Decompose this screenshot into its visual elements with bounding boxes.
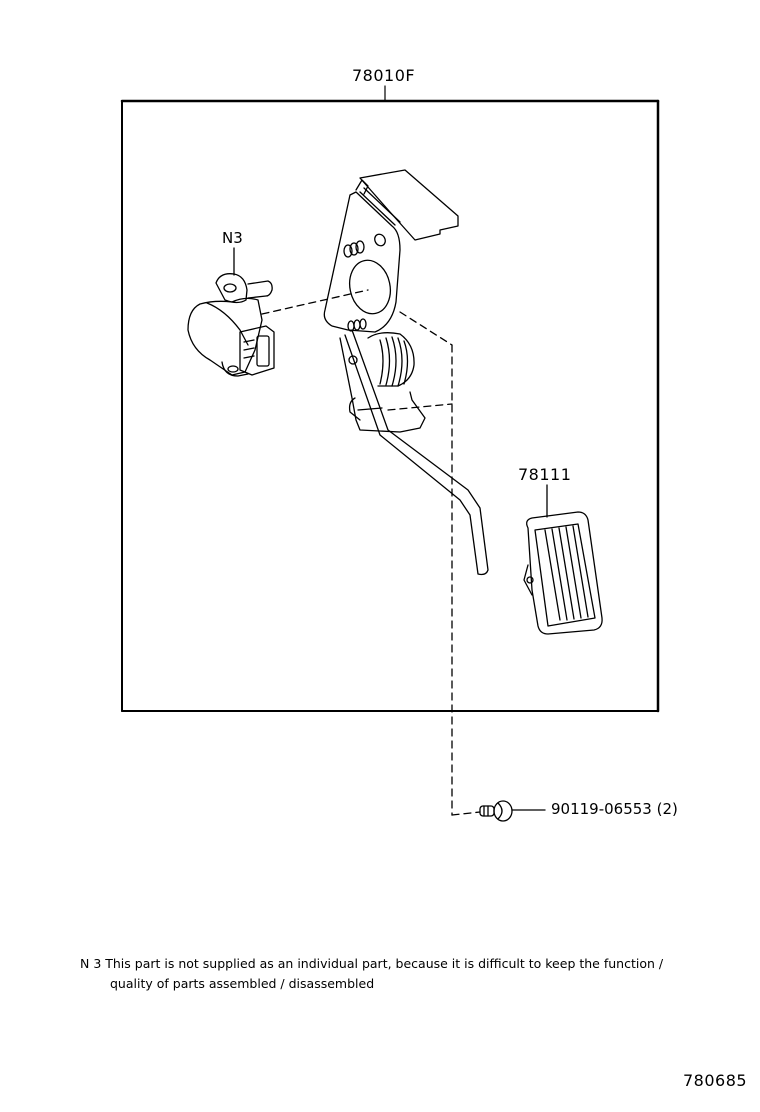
assembly-frame: [120, 85, 660, 713]
sensor-icon: [187, 247, 275, 377]
pedal-pad-icon: [523, 484, 603, 635]
callout-pedal-pad[interactable]: 78111: [518, 465, 572, 484]
illustration-number: 780685: [683, 1071, 748, 1090]
callout-n3[interactable]: N3: [222, 229, 243, 247]
sensor-alignment-line: [261, 289, 369, 315]
pedal-bracket-icon: [323, 169, 489, 576]
bolt-icon: [479, 800, 546, 822]
bolt-alignment-lines: [387, 311, 481, 816]
callout-bolt[interactable]: 90119-06553 (2): [551, 800, 678, 818]
note-line-1: N 3 This part is not supplied as an indi…: [80, 956, 664, 971]
assembly-part-number[interactable]: 78010F: [352, 66, 416, 85]
note-line-2: quality of parts assembled / disassemble…: [110, 976, 375, 991]
